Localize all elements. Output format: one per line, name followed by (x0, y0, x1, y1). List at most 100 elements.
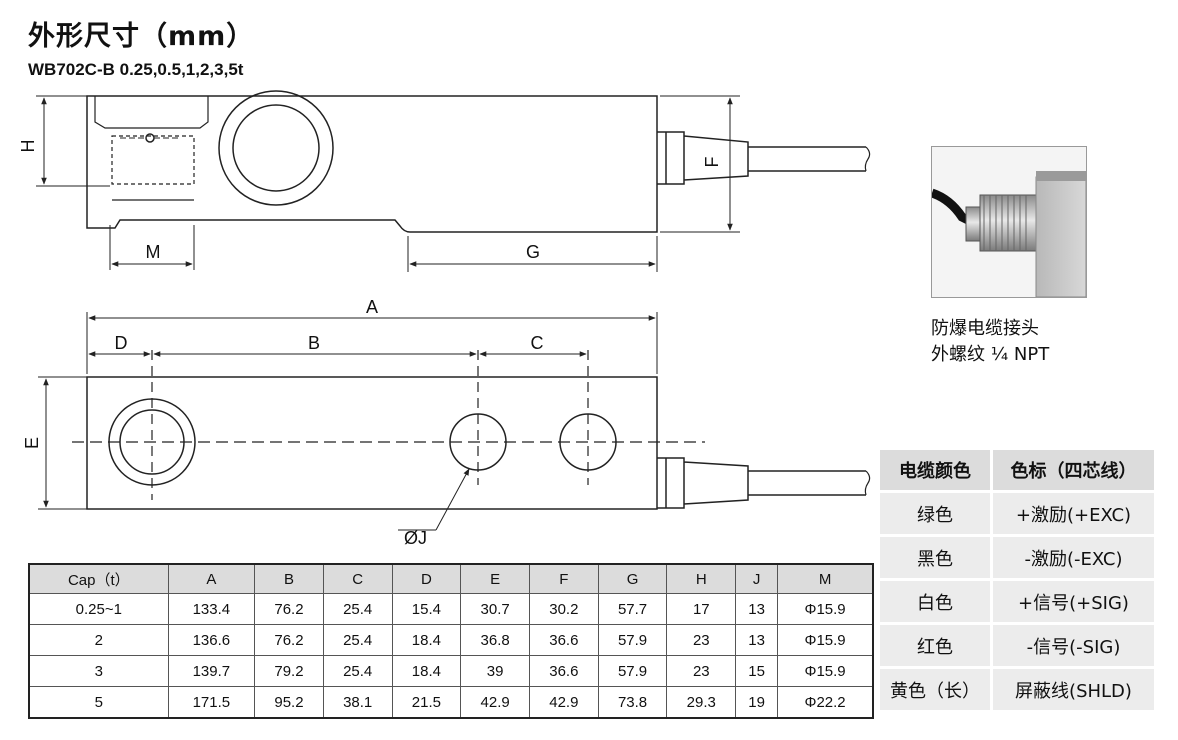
cell: 21.5 (391, 686, 462, 719)
cell: 73.8 (597, 686, 668, 719)
cell: 29.3 (666, 686, 737, 719)
header-e: E (460, 563, 530, 594)
cell: Φ15.9 (777, 593, 874, 625)
wire-header-row: 电缆颜色 色标（四芯线） (880, 450, 1154, 490)
wire-color-table: 电缆颜色 色标（四芯线） 绿色 +激励(+EXC) 黑色 -激励(-EXC) 白… (880, 447, 1154, 713)
side-hole-hidden (111, 135, 195, 185)
wire-row: 黑色 -激励(-EXC) (880, 537, 1154, 578)
label-C: C (531, 333, 544, 353)
table-row: 2 136.6 76.2 25.4 18.4 36.8 36.6 57.9 23… (28, 624, 874, 656)
cell: Φ15.9 (777, 655, 874, 687)
cell: 79.2 (254, 655, 324, 687)
cell: 39 (460, 655, 530, 687)
cell: 15.4 (391, 593, 462, 625)
header-cap: Cap（t） (28, 563, 169, 594)
cell: 25.4 (322, 593, 393, 625)
cell: 95.2 (254, 686, 324, 719)
header-m: M (777, 563, 874, 594)
cell: 36.6 (528, 624, 599, 656)
model-subtitle: WB702C-B 0.25,0.5,1,2,3,5t (28, 60, 244, 79)
cell: Φ22.2 (777, 686, 874, 719)
side-pin (145, 133, 155, 143)
top-dimensions (38, 312, 658, 531)
cell: 76.2 (254, 593, 324, 625)
cell: 17 (666, 593, 737, 625)
top-view (72, 350, 871, 510)
cell: 30.7 (460, 593, 530, 625)
header-j: J (735, 563, 779, 594)
cell: 25.4 (322, 655, 393, 687)
wire-function: -信号(-SIG) (993, 625, 1154, 666)
label-A: A (366, 297, 378, 317)
side-cable (748, 146, 866, 172)
side-connector (657, 131, 749, 185)
header-b: B (254, 563, 324, 594)
table-row: 5 171.5 95.2 38.1 21.5 42.9 42.9 73.8 29… (28, 686, 874, 719)
cell: 42.9 (460, 686, 530, 719)
cable-gland-illustration (930, 147, 1087, 298)
cell: 3 (28, 655, 169, 687)
table-row: 0.25~1 133.4 76.2 25.4 15.4 30.7 30.2 57… (28, 593, 874, 625)
caption-line-1: 防爆电缆接头 (931, 318, 1039, 339)
wire-row: 红色 -信号(-SIG) (880, 625, 1154, 666)
gland-caption: 防爆电缆接头 外螺纹 ¼ NPT (931, 316, 1049, 368)
top-body-outline (86, 376, 658, 510)
cell: 18.4 (391, 624, 462, 656)
wire-color: 黑色 (880, 537, 993, 578)
wire-color: 黄色（长） (880, 669, 993, 710)
header-cable-color: 电缆颜色 (880, 450, 993, 490)
cell: 57.9 (597, 624, 668, 656)
wire-function: +激励(+EXC) (993, 493, 1154, 534)
cell: 23 (666, 655, 737, 687)
cell: 2 (28, 624, 169, 656)
dimensions-table: Cap（t） A B C D E F G H J M 0.25~1 133.4 … (28, 563, 874, 719)
label-D: D (115, 333, 128, 353)
cell: 5 (28, 686, 169, 719)
header-a: A (167, 563, 256, 594)
label-B: B (308, 333, 320, 353)
cell: 30.2 (528, 593, 599, 625)
side-big-circle-outer (218, 90, 334, 206)
wire-function: 屏蔽线(SHLD) (993, 669, 1154, 710)
cell: 42.9 (528, 686, 599, 719)
header-g: G (597, 563, 668, 594)
wire-row: 白色 +信号(+SIG) (880, 581, 1154, 622)
top-connector (657, 457, 749, 509)
cell: 36.8 (460, 624, 530, 656)
header-h: H (666, 563, 737, 594)
cell: 15 (735, 655, 779, 687)
label-H: H (18, 140, 38, 153)
label-F: F (702, 157, 722, 168)
cell: 18.4 (391, 655, 462, 687)
label-M: M (146, 242, 161, 262)
page-title: 外形尺寸（mm） (28, 21, 255, 52)
cell: 171.5 (167, 686, 256, 719)
side-body-outline (86, 95, 658, 233)
cell: 25.4 (322, 624, 393, 656)
caption-line-2: 外螺纹 ¼ NPT (931, 344, 1050, 365)
cell: 76.2 (254, 624, 324, 656)
cell: 13 (735, 624, 779, 656)
header-f: F (528, 563, 599, 594)
cell: 139.7 (167, 655, 256, 687)
cell: 0.25~1 (28, 593, 169, 625)
dimensions-header-row: Cap（t） A B C D E F G H J M (28, 563, 874, 594)
wire-color: 红色 (880, 625, 993, 666)
cell: 19 (735, 686, 779, 719)
cell: Φ15.9 (777, 624, 874, 656)
side-top-recess (94, 96, 209, 129)
cell: 57.7 (597, 593, 668, 625)
header-color-code: 色标（四芯线） (993, 450, 1154, 490)
cell: 136.6 (167, 624, 256, 656)
top-cable (748, 470, 866, 496)
label-E: E (22, 437, 42, 449)
cable-gland-photo (930, 146, 1087, 298)
header-c: C (322, 563, 393, 594)
wire-color: 绿色 (880, 493, 993, 534)
cell: 38.1 (322, 686, 393, 719)
label-G: G (526, 242, 540, 262)
wire-row: 黄色（长） 屏蔽线(SHLD) (880, 669, 1154, 710)
cell: 23 (666, 624, 737, 656)
cell: 133.4 (167, 593, 256, 625)
